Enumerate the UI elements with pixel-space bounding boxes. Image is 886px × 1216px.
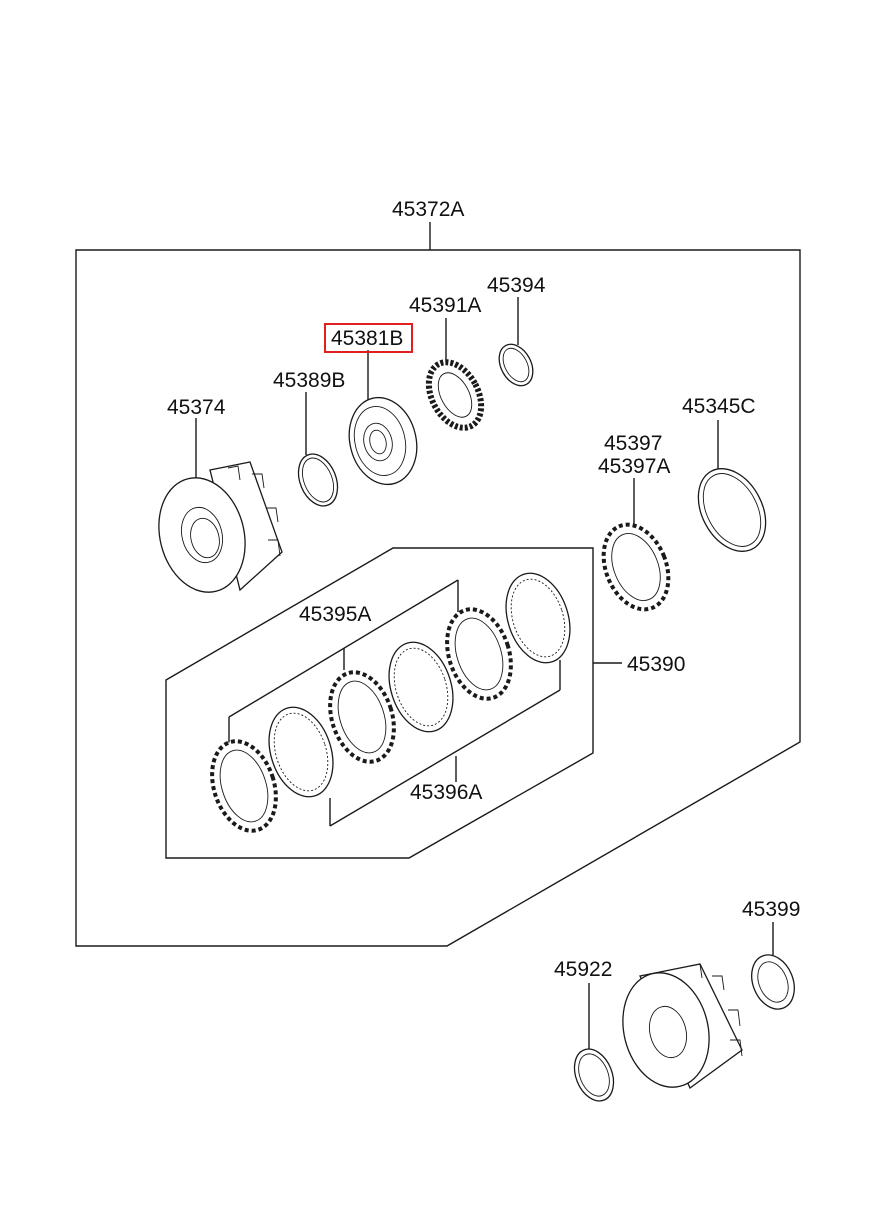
part-labels: 45372A 45374 45389B 45381B 45391A 45394 …: [167, 198, 800, 981]
label-45397A[interactable]: 45397A: [598, 455, 670, 478]
label-45372A[interactable]: 45372A: [392, 198, 464, 221]
label-45395A[interactable]: 45395A: [299, 603, 371, 626]
assembly-frame: [75, 222, 801, 947]
snap-ring-45394: [498, 297, 534, 387]
label-45394[interactable]: 45394: [487, 274, 546, 297]
drum-45374: [158, 418, 283, 593]
snap-ring-45345C: [697, 420, 767, 552]
piston-45381B: [348, 350, 418, 486]
label-45374[interactable]: 45374: [167, 396, 226, 419]
label-45391A[interactable]: 45391A: [409, 294, 481, 317]
spring-45391A: [425, 318, 485, 431]
label-45381B[interactable]: 45381B: [331, 327, 403, 350]
label-45396A[interactable]: 45396A: [410, 781, 482, 804]
ring-45922: [573, 983, 615, 1102]
plate-45397: [601, 478, 671, 612]
clutch-discs: [210, 572, 571, 833]
label-45397[interactable]: 45397: [604, 432, 662, 455]
label-45922[interactable]: 45922: [554, 958, 612, 981]
snap-ring-45399: [751, 922, 795, 1010]
label-45389B[interactable]: 45389B: [273, 369, 345, 392]
highlight-box-45381B: [324, 323, 413, 353]
label-45390[interactable]: 45390: [627, 653, 685, 676]
drum-lower: [622, 963, 743, 1089]
snap-ring-45389B: [297, 392, 339, 507]
label-45345C[interactable]: 45345C: [682, 395, 756, 418]
label-45399[interactable]: 45399: [742, 898, 800, 921]
